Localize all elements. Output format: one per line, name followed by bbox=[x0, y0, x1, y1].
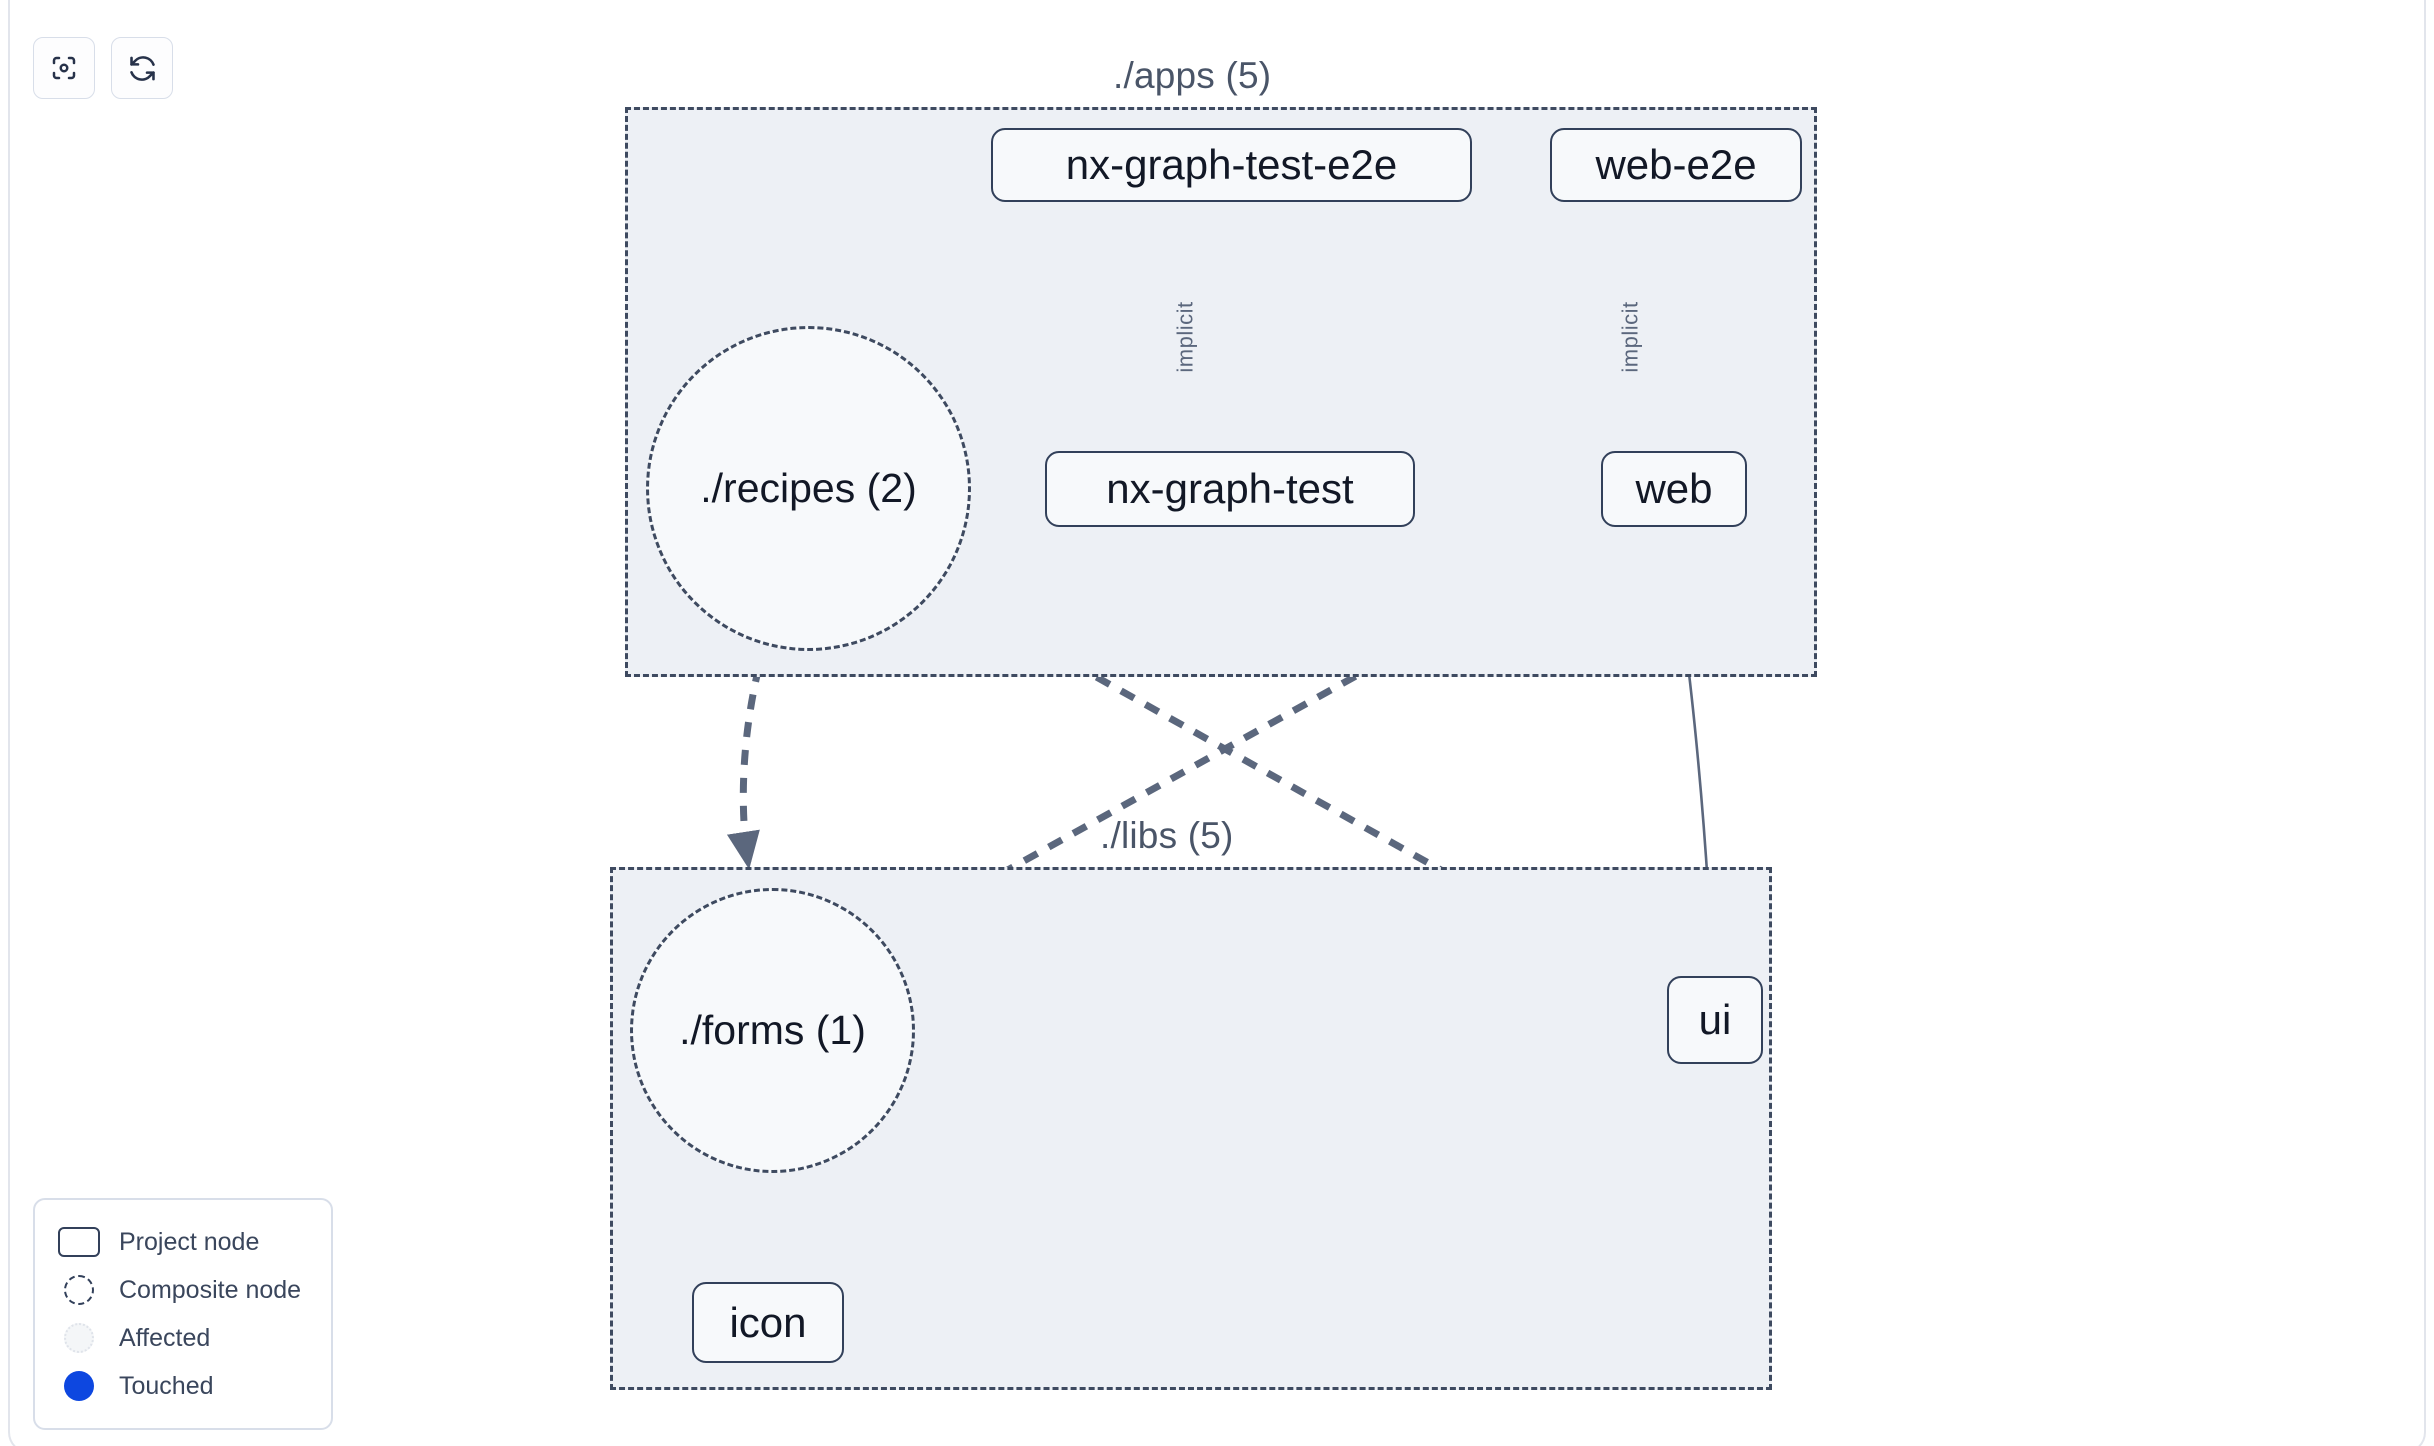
node-nx-graph-test-e2e[interactable]: nx-graph-test-e2e bbox=[991, 128, 1472, 202]
node-forms[interactable]: ./forms (1) bbox=[630, 888, 915, 1173]
refresh-icon bbox=[127, 53, 158, 84]
legend-label: Touched bbox=[119, 1371, 214, 1400]
legend-item-project-node: Project node bbox=[57, 1218, 311, 1266]
node-label: ./recipes (2) bbox=[700, 465, 917, 511]
legend-label: Composite node bbox=[119, 1275, 302, 1304]
group-label-libs: ./libs (5) bbox=[1100, 815, 1234, 856]
touched-swatch bbox=[57, 1369, 101, 1403]
node-label: web bbox=[1635, 465, 1713, 512]
legend-item-composite-node: Composite node bbox=[57, 1266, 311, 1314]
node-label: icon bbox=[729, 1298, 807, 1346]
node-nx-graph-test[interactable]: nx-graph-test bbox=[1045, 451, 1415, 527]
legend-label: Affected bbox=[119, 1323, 211, 1352]
refresh-graph-button[interactable] bbox=[111, 37, 173, 99]
node-label: ./forms (1) bbox=[679, 1007, 866, 1053]
legend-item-touched: Touched bbox=[57, 1362, 311, 1410]
edge-label-implicit-web: implicit bbox=[1617, 301, 1643, 373]
project-node-swatch bbox=[57, 1225, 101, 1259]
viewfinder-icon bbox=[49, 53, 79, 83]
group-label-apps: ./apps (5) bbox=[1113, 55, 1272, 96]
legend-item-affected: Affected bbox=[57, 1314, 311, 1362]
node-recipes[interactable]: ./recipes (2) bbox=[646, 326, 971, 651]
graph-toolbar bbox=[33, 37, 173, 99]
node-icon[interactable]: icon bbox=[692, 1282, 844, 1363]
node-web[interactable]: web bbox=[1601, 451, 1747, 527]
node-label: nx-graph-test bbox=[1106, 465, 1354, 512]
node-label: ui bbox=[1698, 996, 1732, 1043]
edge-label-implicit-nxgraphtest: implicit bbox=[1172, 301, 1198, 373]
focus-graph-button[interactable] bbox=[33, 37, 95, 99]
node-label: web-e2e bbox=[1595, 141, 1757, 188]
node-web-e2e[interactable]: web-e2e bbox=[1550, 128, 1802, 202]
graph-legend: Project node Composite node Affected Tou… bbox=[33, 1198, 333, 1430]
composite-node-swatch bbox=[57, 1273, 101, 1307]
node-ui[interactable]: ui bbox=[1667, 976, 1763, 1064]
node-label: nx-graph-test-e2e bbox=[1065, 141, 1398, 188]
affected-swatch bbox=[57, 1321, 101, 1355]
legend-label: Project node bbox=[119, 1227, 260, 1256]
